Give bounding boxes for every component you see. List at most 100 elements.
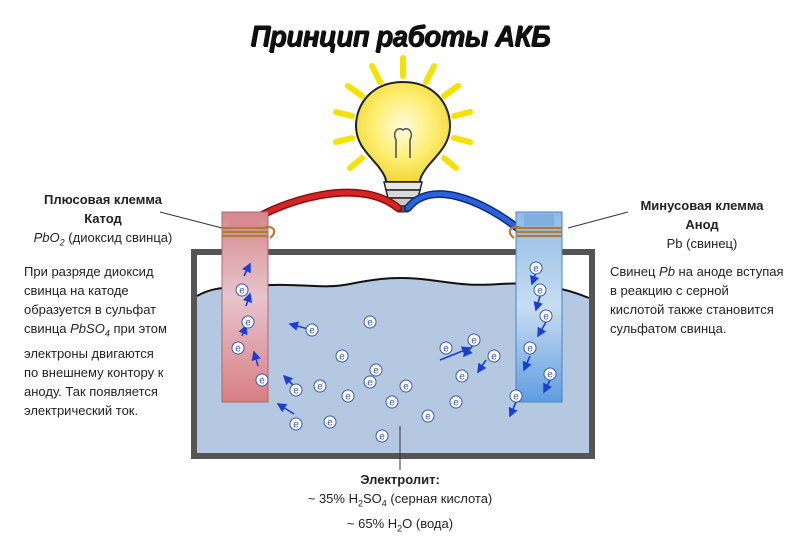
electron: e [467, 333, 481, 347]
svg-text:e: e [443, 344, 449, 355]
electron: e [533, 283, 547, 297]
electron: e [439, 341, 453, 355]
cathode-line1: Плюсовая клемма [43, 192, 163, 207]
left-text-line: электрический ток. [24, 402, 139, 418]
anode-leader-line [567, 211, 629, 229]
svg-text:e: e [491, 352, 497, 363]
svg-text:e: e [537, 286, 543, 297]
electrolyte-water: ~ 65% H [346, 515, 398, 531]
electrolyte-acid-desc: (серная кислота) [386, 491, 493, 506]
svg-text:e: e [527, 344, 533, 355]
cathode-description: При разряде диоксид свинца на катоде обр… [24, 262, 199, 420]
svg-text:e: e [471, 336, 477, 347]
svg-text:e: e [543, 312, 549, 323]
left-text-line: при этом [109, 321, 167, 336]
electron: e [363, 375, 377, 389]
svg-text:e: e [293, 386, 299, 397]
svg-text:e: e [459, 372, 465, 383]
svg-text:e: e [293, 420, 299, 431]
electron: e [313, 379, 327, 393]
right-text-line: сульфатом свинца. [610, 321, 727, 336]
pbso4-formula: PbSO [70, 321, 105, 336]
svg-text:e: e [425, 412, 431, 423]
svg-text:e: e [389, 398, 395, 409]
electron: e [399, 379, 413, 393]
left-text-line: электроны двигаются [24, 345, 154, 361]
light-rays [333, 55, 473, 171]
electron: e [231, 341, 245, 355]
svg-text:e: e [367, 378, 373, 389]
electron: e [323, 415, 337, 429]
cathode-formula-desc: (диоксид свинца) [68, 230, 173, 245]
electron: e [363, 315, 377, 329]
cathode-formula: PbO [33, 230, 60, 245]
svg-text:e: e [309, 326, 315, 337]
cathode-formula-sub: 2 [59, 237, 65, 248]
cathode-wire-tie [222, 225, 276, 239]
electron: e [369, 363, 383, 377]
electrolyte-acid-sub2: 4 [381, 498, 387, 509]
svg-text:e: e [533, 264, 539, 275]
left-text-line: аноду. Так появляется [24, 383, 158, 399]
electrolyte-water-sub: 2 [397, 523, 403, 534]
svg-text:e: e [403, 382, 409, 393]
electron: e [523, 341, 537, 355]
pbso4-sub: 4 [104, 328, 110, 339]
svg-text:e: e [235, 344, 241, 355]
svg-text:e: e [513, 392, 519, 403]
left-text-line: по внешнему контору к [24, 364, 164, 380]
svg-text:e: e [367, 318, 373, 329]
cathode-plate [221, 211, 269, 403]
electrolyte-label: Электролит: ~ 35% H2SO4 (серная кислота)… [280, 470, 520, 538]
anode-line2: Анод [685, 217, 719, 232]
svg-text:e: e [547, 370, 553, 381]
svg-text:e: e [373, 366, 379, 377]
electron: e [305, 323, 319, 337]
pb-formula: Pb [659, 264, 675, 279]
svg-text:e: e [317, 382, 323, 393]
anode-label: Минусовая клемма Анод Pb (свинец) [612, 196, 792, 253]
svg-text:e: e [327, 418, 333, 429]
electrolyte-acid: ~ 35% H [307, 491, 358, 506]
cathode-leader-line [159, 211, 223, 229]
electron: e [385, 395, 399, 409]
electron: e [255, 373, 269, 387]
right-text-line: на аноде вступая [674, 264, 784, 279]
electron: e [487, 349, 501, 363]
right-text-line: кислотой также становится [610, 302, 774, 317]
electron: e [235, 283, 249, 297]
svg-text:e: e [259, 376, 265, 387]
svg-text:e: e [245, 318, 251, 329]
svg-text:e: e [239, 286, 245, 297]
left-text-line: образуется в сульфат [24, 302, 157, 317]
electron: e [449, 395, 463, 409]
svg-text:e: e [453, 398, 459, 409]
anode-line1: Минусовая клемма [640, 198, 764, 213]
electron: e [509, 389, 523, 403]
svg-text:e: e [379, 432, 385, 443]
electron: e [375, 429, 389, 443]
electron: e [455, 369, 469, 383]
electron: e [241, 315, 255, 329]
svg-text:e: e [345, 392, 351, 403]
electron: e [289, 417, 303, 431]
left-text-line: свинца [24, 321, 71, 336]
svg-text:e: e [339, 352, 345, 363]
anode-formula: Pb (свинец) [666, 236, 738, 251]
electron: e [289, 383, 303, 397]
page-title: Принцип работы АКБ [250, 20, 550, 53]
anode-wire-tie [508, 225, 562, 239]
right-text-line: Свинец [610, 264, 660, 279]
electrolyte-acid-so: SO [362, 491, 382, 506]
right-text-line: в реакцию с серной [610, 283, 729, 298]
electron: e [529, 261, 543, 275]
electron: e [539, 309, 553, 323]
electron: e [335, 349, 349, 363]
left-text-line: свинца на катоде [24, 283, 129, 298]
left-text-line: При разряде диоксид [24, 264, 154, 279]
electron: e [543, 367, 557, 381]
electrolyte-acid-sub1: 2 [357, 498, 363, 509]
cathode-line2: Катод [84, 211, 122, 226]
electrolyte-title: Электролит: [360, 472, 440, 487]
